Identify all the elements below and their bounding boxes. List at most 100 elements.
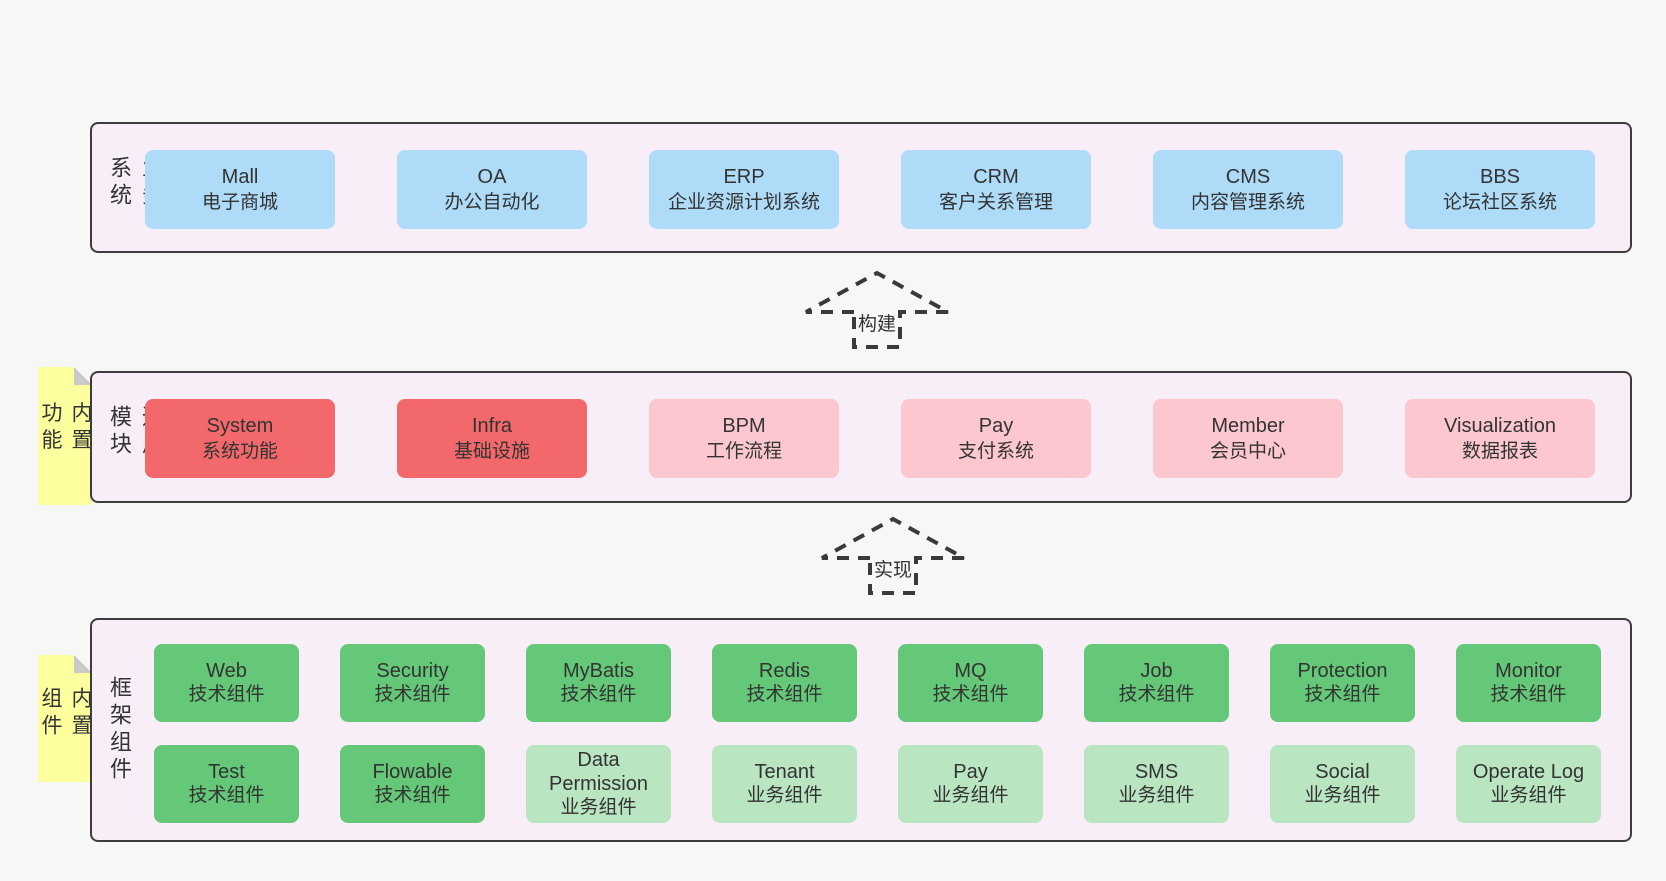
box-title: Member (1211, 414, 1285, 437)
box-title: Redis (758, 660, 811, 682)
box-title: Operate Log (1472, 761, 1585, 783)
box-title: System (206, 414, 274, 437)
box-title: Protection (1297, 660, 1388, 682)
box-visualization: Visualization 数据报表 (1405, 399, 1595, 478)
box-social: Social 业务组件 (1270, 745, 1415, 823)
box-subtitle: 技术组件 (1118, 684, 1195, 705)
arrow-implement: 实现 (818, 514, 968, 598)
box-title: Mall (221, 165, 259, 188)
box-bbs: BBS 论坛社区系统 (1405, 150, 1595, 229)
box-title: Test (208, 761, 245, 783)
box-mall: Mall 电子商城 (145, 150, 335, 229)
box-subtitle: 业务组件 (746, 785, 823, 806)
box-subtitle: 会员中心 (1209, 440, 1286, 462)
box-subtitle: 业务组件 (1118, 785, 1195, 806)
box-subtitle: 业务组件 (1490, 785, 1567, 806)
sticky-note-built-in-components: 内置组件 (38, 655, 92, 782)
arrow-build: 构建 (802, 268, 952, 352)
box-flowable: Flowable 技术组件 (340, 745, 485, 823)
box-title: BBS (1479, 165, 1521, 188)
box-subtitle: 内容管理系统 (1190, 191, 1305, 213)
box-subtitle: 客户关系管理 (938, 191, 1053, 213)
box-pay-module: Pay 支付系统 (901, 399, 1091, 478)
box-title: CRM (973, 165, 1019, 188)
box-mybatis: MyBatis 技术组件 (526, 644, 671, 722)
box-redis: Redis 技术组件 (712, 644, 857, 722)
box-title: ERP (723, 165, 765, 188)
box-row: Web 技术组件 Security 技术组件 MyBatis 技术组件 Redi… (154, 644, 1601, 722)
box-crm: CRM 客户关系管理 (901, 150, 1091, 229)
box-test: Test 技术组件 (154, 745, 299, 823)
box-subtitle: 技术组件 (188, 785, 265, 806)
box-title: Infra (471, 414, 513, 437)
box-subtitle: 技术组件 (374, 684, 451, 705)
dashed-up-arrow-icon (805, 270, 949, 349)
arrow-label: 构建 (855, 314, 899, 336)
box-operate-log: Operate Log 业务组件 (1456, 745, 1601, 823)
box-subtitle: 技术组件 (1304, 684, 1381, 705)
dashed-up-arrow-icon (821, 516, 965, 595)
box-title: SMS (1134, 761, 1179, 783)
box-subtitle: 企业资源计划系统 (667, 191, 820, 213)
box-cms: CMS 内容管理系统 (1153, 150, 1343, 229)
box-subtitle: 业务组件 (560, 797, 637, 818)
box-erp: ERP 企业资源计划系统 (649, 150, 839, 229)
panel-framework-components: 框架组件 Web 技术组件 Security 技术组件 MyBatis 技术组件… (90, 618, 1632, 842)
box-subtitle: 业务组件 (1304, 785, 1381, 806)
box-sms: SMS 业务组件 (1084, 745, 1229, 823)
box-title: Data Permission (549, 749, 648, 795)
box-subtitle: 业务组件 (932, 785, 1009, 806)
box-subtitle: 技术组件 (1490, 684, 1567, 705)
box-row: System 系统功能 Infra 基础设施 BPM 工作流程 Pay 支付系统… (145, 399, 1595, 478)
box-oa: OA 办公自动化 (397, 150, 587, 229)
box-title: BPM (722, 414, 766, 437)
box-title: MyBatis (562, 660, 635, 682)
panel-common-modules: 通用模块 System 系统功能 Infra 基础设施 BPM 工作流程 Pay… (90, 371, 1632, 503)
box-subtitle: 支付系统 (957, 440, 1034, 462)
box-bpm: BPM 工作流程 (649, 399, 839, 478)
box-title: Pay (953, 761, 988, 783)
panel-business-systems: 业务系统 Mall 电子商城 OA 办公自动化 ERP 企业资源计划系统 CRM… (90, 122, 1632, 253)
box-subtitle: 数据报表 (1461, 440, 1538, 462)
sticky-note-built-in-features: 内置功能 (38, 367, 92, 505)
box-subtitle: 电子商城 (201, 191, 278, 213)
box-mq: MQ 技术组件 (898, 644, 1043, 722)
box-row: Mall 电子商城 OA 办公自动化 ERP 企业资源计划系统 CRM 客户关系… (145, 150, 1595, 229)
folded-corner-icon (74, 367, 92, 385)
sticky-note-text: 内置组件 (39, 686, 92, 741)
box-subtitle: 技术组件 (932, 684, 1009, 705)
box-title: Monitor (1495, 660, 1562, 682)
sticky-note-text: 内置功能 (39, 401, 92, 456)
box-data-permission: Data Permission 业务组件 (526, 745, 671, 823)
box-title: Web (206, 660, 247, 682)
box-subtitle: 技术组件 (374, 785, 451, 806)
box-subtitle: 技术组件 (746, 684, 823, 705)
box-title: Pay (978, 414, 1014, 437)
folded-corner-icon (74, 655, 92, 673)
box-subtitle: 技术组件 (188, 684, 265, 705)
box-member: Member 会员中心 (1153, 399, 1343, 478)
box-monitor: Monitor 技术组件 (1456, 644, 1601, 722)
box-security: Security 技术组件 (340, 644, 485, 722)
box-infra: Infra 基础设施 (397, 399, 587, 478)
box-subtitle: 论坛社区系统 (1442, 191, 1557, 213)
box-title: Visualization (1444, 414, 1556, 437)
box-system: System 系统功能 (145, 399, 335, 478)
box-tenant: Tenant 业务组件 (712, 745, 857, 823)
box-subtitle: 工作流程 (705, 440, 782, 462)
box-row: Test 技术组件 Flowable 技术组件 Data Permission … (154, 745, 1601, 823)
box-title: Flowable (372, 761, 453, 783)
box-title: Social (1315, 761, 1370, 783)
box-title: CMS (1225, 165, 1271, 188)
box-job: Job 技术组件 (1084, 644, 1229, 722)
box-subtitle: 基础设施 (453, 440, 530, 462)
box-title: MQ (954, 660, 987, 682)
box-title: OA (477, 165, 507, 188)
box-pay-component: Pay 业务组件 (898, 745, 1043, 823)
box-title: Tenant (754, 761, 815, 783)
box-subtitle: 系统功能 (201, 440, 278, 462)
arrow-label: 实现 (871, 560, 915, 582)
box-web: Web 技术组件 (154, 644, 299, 722)
box-protection: Protection 技术组件 (1270, 644, 1415, 722)
box-title: Security (376, 660, 449, 682)
